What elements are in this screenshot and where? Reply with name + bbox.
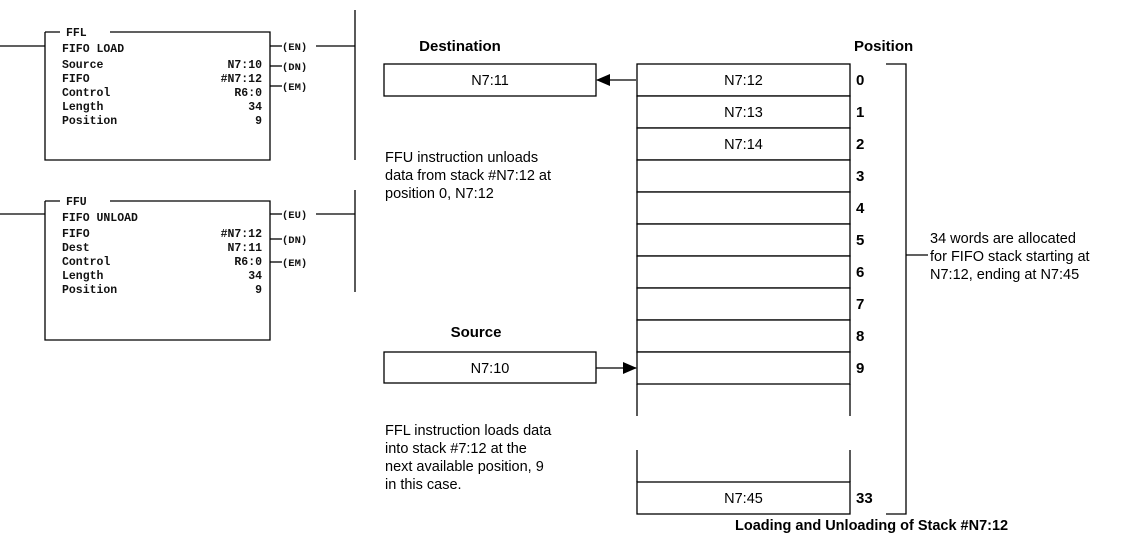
stack-cell (636, 127, 851, 161)
source-value: N7:10 (471, 361, 510, 377)
ffu-row-value: 34 (248, 270, 262, 283)
load-note-line: next available position, 9 (385, 459, 544, 475)
stack-cell (636, 287, 851, 321)
ffu-row-label: Length (62, 270, 104, 283)
ffu-row-label: Position (62, 284, 117, 297)
stack-cell-position: 2 (856, 136, 864, 153)
load-note-line: in this case. (385, 477, 462, 493)
allocation-note: 34 words are allocated for FIFO stack st… (930, 231, 1090, 283)
stack-cell-position: 9 (856, 360, 864, 377)
ffu-row-value: N7:11 (227, 242, 262, 255)
unload-note-line: data from stack #N7:12 at (385, 168, 551, 184)
ffu-rows: FIFO #N7:12 Dest N7:11 Control R6:0 Leng… (62, 228, 262, 297)
allocation-note-line: for FIFO stack starting at (930, 249, 1090, 265)
ffu-em-output: (EM) (282, 258, 307, 270)
ffu-row-value: 9 (255, 284, 262, 297)
allocation-note-line: N7:12, ending at N7:45 (930, 267, 1079, 283)
position-heading: Position (854, 38, 913, 55)
ffl-row-value: 34 (248, 101, 262, 114)
ffl-row-value: 9 (255, 115, 262, 128)
stack-cell (636, 351, 851, 385)
stack-cell-position: 8 (856, 328, 864, 345)
ffl-dn-output: (DN) (282, 62, 307, 74)
ffl-row-label: Source (62, 59, 104, 72)
allocation-note-line: 34 words are allocated (930, 231, 1076, 247)
ffu-row-label: Control (62, 256, 110, 269)
stack-cell-position: 3 (856, 168, 864, 185)
load-note: FFL instruction loads data into stack #7… (385, 423, 552, 493)
stack-last-cell-address: N7:45 (724, 491, 763, 507)
ffu-name: FIFO UNLOAD (62, 212, 138, 225)
unload-note-line: position 0, N7:12 (385, 186, 494, 202)
stack-cell (636, 223, 851, 257)
ffl-row-label: Control (62, 87, 110, 100)
stack-cell-position: 0 (856, 72, 864, 89)
unload-note: FFU instruction unloads data from stack … (385, 150, 551, 202)
ffu-dn-output: (DN) (282, 235, 307, 247)
stack-cell-position: 4 (856, 200, 865, 217)
stack-cell-address: N7:12 (724, 73, 763, 89)
ffl-title: FFL (66, 27, 87, 40)
ffu-row-value: R6:0 (234, 256, 262, 269)
stack-cell (636, 191, 851, 225)
stack-cell (636, 319, 851, 353)
stack-cell-position: 7 (856, 296, 864, 313)
ffl-name: FIFO LOAD (62, 43, 124, 56)
ffl-row-label: Length (62, 101, 104, 114)
stack-cell (636, 159, 851, 193)
ffu-box (44, 200, 271, 341)
ffu-row-value: #N7:12 (221, 228, 263, 241)
stack-cell-position: 6 (856, 264, 864, 281)
ffu-row-label: FIFO (62, 228, 90, 241)
stack-cell-address: N7:14 (724, 137, 763, 153)
stack-cell-position: 1 (856, 104, 864, 121)
stack-last-cell (636, 481, 851, 515)
ffl-em-output: (EM) (282, 82, 307, 94)
ffl-row-label: FIFO (62, 73, 90, 86)
ffl-box (44, 31, 271, 161)
load-note-line: into stack #7:12 at the (385, 441, 527, 457)
ffu-eu-output: (EU) (282, 210, 307, 222)
stack-last-cell-position: 33 (856, 490, 873, 507)
ffl-en-output: (EN) (282, 42, 307, 54)
ffl-row-label: Position (62, 115, 117, 128)
ffl-row-value: N7:10 (227, 59, 262, 72)
unload-note-line: FFU instruction unloads (385, 150, 538, 166)
destination-box (383, 63, 597, 97)
source-heading: Source (451, 324, 502, 341)
stack-cell-position: 5 (856, 232, 864, 249)
ffu-title: FFU (66, 196, 87, 209)
stack-cell (636, 95, 851, 129)
ffl-row-value: #N7:12 (221, 73, 263, 86)
stack-cell (636, 255, 851, 289)
ffl-row-value: R6:0 (234, 87, 262, 100)
ffl-block: FFL FIFO LOAD Source N7:10 FIFO #N7:12 C… (0, 27, 355, 161)
destination-heading: Destination (419, 38, 501, 55)
stack-cell-address: N7:13 (724, 105, 763, 121)
destination-value: N7:11 (471, 73, 509, 89)
stack-cell (636, 63, 851, 97)
allocation-bracket (886, 63, 907, 515)
fifo-stack: N7:12 0N7:13 1N7:14 2 3 4 5 6 7 8 9N7:45 33 (636, 63, 873, 515)
ffu-block: FFU FIFO UNLOAD FIFO #N7:12 Dest N7:11 C… (0, 196, 355, 341)
figure-caption: Loading and Unloading of Stack #N7:12 (735, 518, 1008, 534)
ffl-rows: Source N7:10 FIFO #N7:12 Control R6:0 Le… (62, 59, 262, 128)
ffu-row-label: Dest (62, 242, 90, 255)
load-note-line: FFL instruction loads data (385, 423, 552, 439)
